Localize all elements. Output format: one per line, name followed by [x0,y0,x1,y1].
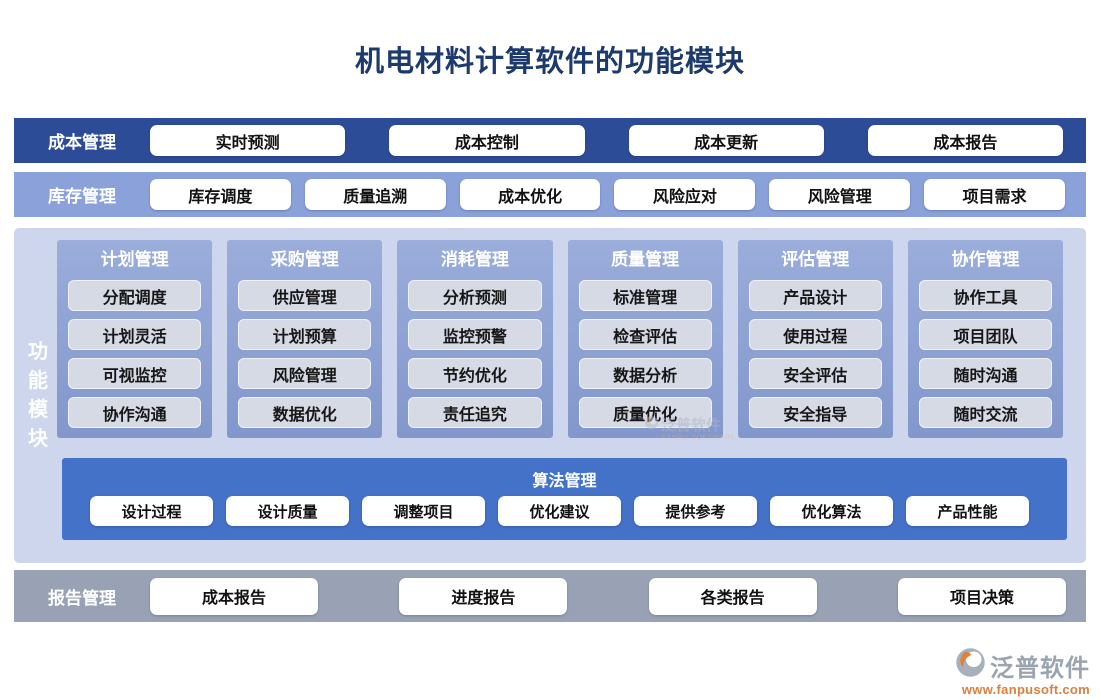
band-cost-buttons: 实时预测 成本控制 成本更新 成本报告 [150,125,1063,156]
module-chip: 协作沟通 [68,397,202,428]
watermark-logo: 泛普软件 FANPU SOFTWARE [644,414,739,441]
page-title: 机电材料计算软件的功能模块 [354,46,745,78]
module-column: 评估管理产品设计使用过程安全评估安全指导 [737,240,893,438]
module-column: 采购管理供应管理计划预算风险管理数据优化 [227,240,383,438]
module-column: 消耗管理分析预测监控预警节约优化责任追究 [397,240,553,438]
inventory-band-button: 成本优化 [459,179,601,210]
module-chip: 标准管理 [578,280,712,311]
algorithm-header: 算法管理 [532,473,597,490]
module-chip: 项目团队 [918,319,1053,350]
module-chip: 安全指导 [748,397,882,428]
cost-band-button: 实时预测 [150,125,346,156]
band-cost-label: 成本管理 [48,133,116,152]
brand-name: 泛普软件 [990,654,1090,682]
module-chip: 分配调度 [68,280,202,311]
report-band-button: 成本报告 [150,577,318,615]
inventory-band-button: 项目需求 [924,179,1065,210]
watermark-brand: 泛普软件 [661,417,722,434]
module-chip: 数据分析 [578,358,712,389]
algorithm-buttons: 设计过程设计质量调整项目优化建议提供参考优化算法产品性能 [90,496,1029,526]
module-chip: 随时沟通 [918,358,1053,389]
module-chip: 计划灵活 [68,319,202,350]
report-band-button: 各类报告 [648,577,817,615]
inventory-band-button: 风险应对 [614,179,756,210]
algorithm-button: 提供参考 [634,496,757,526]
algorithm-management-bar: 算法管理 设计过程设计质量调整项目优化建议提供参考优化算法产品性能 [62,458,1067,540]
algorithm-button: 调整项目 [362,496,485,526]
module-chip: 节约优化 [408,358,542,389]
module-chip: 检查评估 [578,319,712,350]
inventory-band-button: 质量追溯 [304,179,446,210]
module-chip: 监控预警 [408,319,542,350]
module-chip: 责任追究 [408,397,542,428]
band-cost-management: 成本管理 实时预测 成本控制 成本更新 成本报告 [14,118,1086,163]
band-report-management: 报告管理 成本报告 进度报告 各类报告 项目决策 [14,570,1086,622]
algorithm-button: 产品性能 [906,496,1029,526]
column-header: 协作管理 [951,250,1020,269]
side-label-char: 功 [28,341,48,363]
side-label-char: 能 [28,370,48,392]
module-chip: 风险管理 [238,358,372,389]
cost-band-button: 成本报告 [867,125,1063,156]
module-chip: 计划预算 [238,319,372,350]
inventory-band-button: 库存调度 [150,179,291,210]
side-label-char: 模 [28,399,48,421]
module-column: 计划管理分配调度计划灵活可视监控协作沟通 [57,240,213,438]
module-columns: 计划管理分配调度计划灵活可视监控协作沟通采购管理供应管理计划预算风险管理数据优化… [57,240,1064,438]
module-chip: 分析预测 [408,280,542,311]
band-inventory-buttons: 库存调度质量追溯成本优化风险应对风险管理项目需求 [150,179,1065,210]
module-chip: 安全评估 [748,358,882,389]
band-inventory-label: 库存管理 [48,187,116,206]
algorithm-button: 优化建议 [498,496,621,526]
report-band-button: 进度报告 [399,577,568,615]
fanpu-logo-icon [644,415,659,435]
algorithm-button: 设计质量 [226,496,349,526]
module-chip: 产品设计 [748,280,882,311]
watermark-subtext: FANPU SOFTWARE [662,434,737,441]
column-header: 消耗管理 [440,250,509,269]
brand-logo: 泛普软件 www.fanpusoft.com [954,646,1090,697]
function-modules-panel: 功能模块 计划管理分配调度计划灵活可视监控协作沟通采购管理供应管理计划预算风险管… [14,228,1086,563]
cost-band-button: 成本控制 [389,125,585,156]
module-chip: 供应管理 [238,280,372,311]
band-inventory-management: 库存管理 库存调度质量追溯成本优化风险应对风险管理项目需求 [14,172,1086,217]
module-chip: 使用过程 [748,319,882,350]
column-header: 计划管理 [100,250,169,269]
inventory-band-button: 风险管理 [769,179,911,210]
report-band-button: 项目决策 [897,577,1066,615]
column-header: 采购管理 [270,250,339,269]
column-header: 评估管理 [781,250,850,269]
column-header: 质量管理 [611,250,680,269]
module-chip: 协作工具 [918,280,1053,311]
module-column: 协作管理协作工具项目团队随时沟通随时交流 [907,240,1064,438]
band-report-buttons: 成本报告 进度报告 各类报告 项目决策 [150,577,1066,615]
band-report-label: 报告管理 [48,588,116,608]
brand-url: www.fanpusoft.com [961,682,1090,697]
module-chip: 可视监控 [68,358,202,389]
side-label-char: 块 [28,428,48,450]
side-label-vertical: 功能模块 [19,338,57,454]
algorithm-button: 优化算法 [770,496,893,526]
module-column: 质量管理标准管理检查评估数据分析质量优化 [567,240,723,438]
module-chip: 随时交流 [918,397,1053,428]
algorithm-button: 设计过程 [90,496,213,526]
cost-band-button: 成本更新 [628,125,824,156]
fanpu-logo-icon [954,646,987,684]
module-chip: 数据优化 [238,397,372,428]
